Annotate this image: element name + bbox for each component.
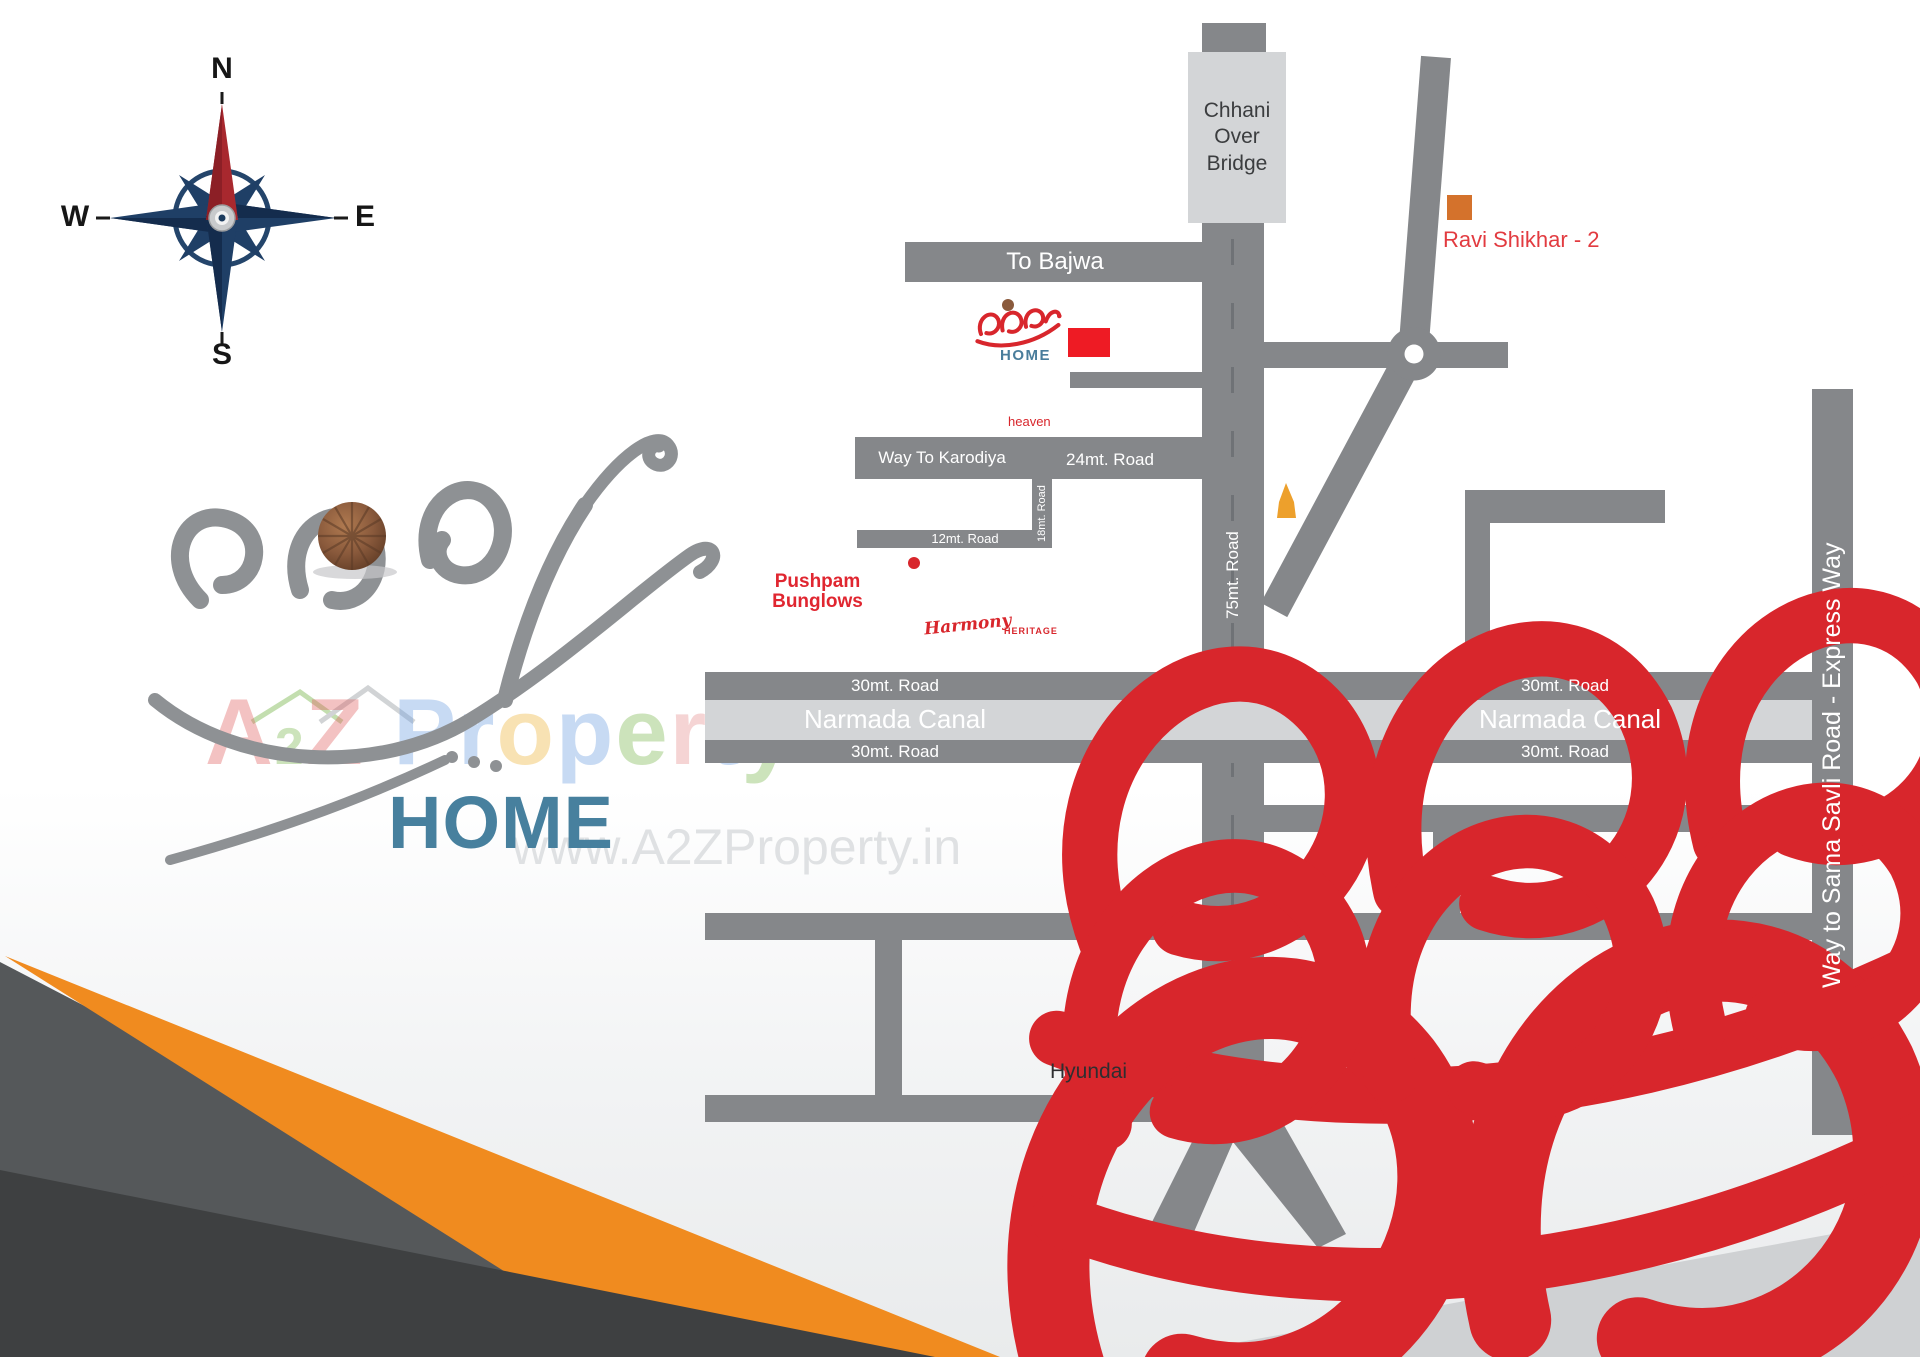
red-square-marker	[1068, 328, 1110, 357]
road-karodiya	[855, 437, 1202, 479]
compass-west-label: W	[60, 200, 90, 233]
harmony-marker-sub-label: Harmony	[923, 610, 1013, 640]
watermark-letter: r	[457, 679, 497, 784]
road-label-75mt: 75mt. Road	[1223, 531, 1242, 619]
heaven-marker-sub-label: heaven	[1008, 414, 1051, 429]
watermark-letter: P	[393, 679, 458, 784]
location-dot-icon	[1164, 1071, 1176, 1083]
road-left-stub	[875, 940, 902, 1095]
watermark-letter: 2	[274, 717, 306, 775]
orange-square-marker	[1447, 195, 1472, 220]
watermark-letter: r	[669, 679, 709, 784]
watermark-letter: Z	[305, 679, 366, 784]
road-stub-above-bridge	[1202, 23, 1266, 52]
road-label-30mt-top-left: 30mt. Road	[851, 676, 939, 695]
road-right-upper	[1264, 805, 1813, 832]
rudraksh-script-harmony-marker	[999, 911, 1920, 1357]
watermark-letter: o	[496, 679, 556, 784]
road-label-24mt: 24mt. Road	[1066, 450, 1154, 469]
rudraksh-script-home-marker	[977, 310, 1061, 345]
gray-triangle	[0, 962, 760, 1357]
road-home-access	[1070, 372, 1202, 388]
road-roundabout-east	[1264, 342, 1508, 368]
ravi-shikhar-label: Ravi Shikhar - 2	[1443, 227, 1600, 252]
hyundai-label: Hyundai	[1050, 1060, 1128, 1083]
road-label-30mt-top-right: 30mt. Road	[1521, 676, 1609, 695]
harmony-bead-dot	[908, 557, 920, 569]
watermark-letter: p	[555, 679, 616, 784]
bridge-label: Chhani Over Bridge	[1203, 99, 1271, 175]
watermark-letter	[365, 679, 393, 784]
road-label-30mt-bottom-right: 30mt. Road	[1521, 742, 1609, 761]
road-label-to-bajwa: To Bajwa	[1006, 248, 1104, 275]
road-label-12mt: 12mt. Road	[931, 531, 999, 546]
temple-icon	[1277, 483, 1296, 518]
dark-triangle	[0, 1170, 935, 1357]
watermark-letter: A	[205, 679, 275, 784]
rudraksh-script-heritage-marker	[1056, 807, 1920, 1277]
heritage-marker-sub-label: HERITAGE	[1004, 626, 1058, 636]
home-marker-bead-dot	[1002, 299, 1014, 311]
orange-triangle	[5, 956, 1000, 1357]
watermark-url: www.A2ZProperty.in	[512, 819, 962, 875]
compass-needle	[206, 104, 238, 220]
big-logo-home-label: HOME	[388, 781, 614, 864]
road-crossing	[705, 913, 1813, 940]
road-gamma-horizontal	[1465, 490, 1665, 523]
road-gamma-vertical	[1465, 523, 1490, 672]
compass-south-label: S	[211, 338, 232, 371]
road-label-30mt-bottom-left: 30mt. Road	[851, 742, 939, 761]
canal-label-right: Narmada Canal	[1478, 704, 1662, 734]
road-label-express-way: Way to Sama Savli Road - Express Way	[1818, 542, 1846, 988]
chhani-over-bridge-box: Chhani Over Bridge	[1188, 52, 1286, 223]
rudraksha-bead-icon	[313, 502, 397, 579]
canal-label-left: Narmada Canal	[803, 704, 987, 734]
road-label-karodiya: Way To Karodiya	[878, 448, 1006, 467]
road-12mt	[857, 530, 1052, 548]
road-to-bajwa	[905, 242, 1202, 282]
road-diagonal-southwest	[1260, 344, 1426, 618]
home-marker-sub-label: HOME	[1000, 347, 1051, 364]
road-right-connector	[1433, 832, 1460, 913]
bottom-right-wedge	[1158, 1218, 1920, 1357]
watermark-letter: e	[615, 679, 670, 784]
compass-east-label: E	[354, 200, 375, 233]
road-label-18mt: 18mt. Road	[1036, 485, 1048, 542]
road-hyundai	[705, 1095, 1240, 1122]
compass-north-label: N	[211, 52, 233, 85]
pushpam-bunglows-label: Pushpam Bunglows	[772, 571, 863, 612]
road-diagonal-north	[1398, 55, 1451, 358]
